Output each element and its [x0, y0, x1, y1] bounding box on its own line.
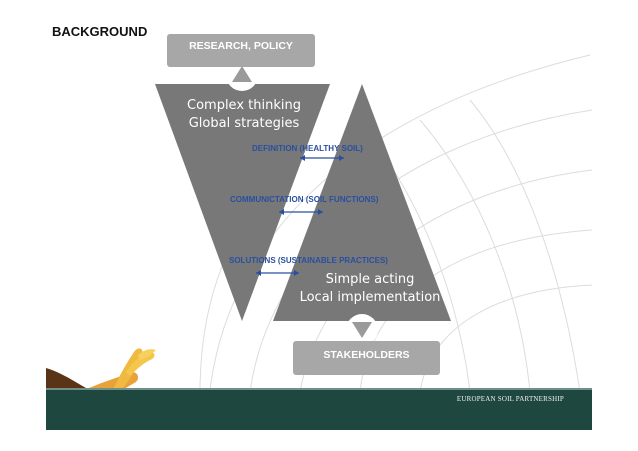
- research-policy-box: RESEARCH, POLICY: [167, 34, 315, 67]
- left-triangle: [155, 84, 330, 321]
- up-arrow-icon: [226, 59, 258, 91]
- connector-label-solutions: SOLUTIONS (SUSTAINABLE PRACTICES): [229, 256, 388, 265]
- connector-label-communication: COMMUNICTATION (SOIL FUNCTIONS): [230, 195, 379, 204]
- stakeholders-box: STAKEHOLDERS: [293, 341, 440, 375]
- right-triangle-line-2: Local implementation: [299, 290, 441, 305]
- down-arrow-icon: [346, 314, 378, 346]
- footer-label: EUROPEAN SOIL PARTNERSHIP: [456, 395, 564, 403]
- double-arrow-icon: [256, 270, 299, 276]
- double-arrow-icon: [300, 155, 344, 161]
- right-triangle-text: Simple acting Local implementation: [292, 271, 448, 307]
- footer-divider: [46, 388, 592, 390]
- left-triangle-text: Complex thinking Global strategies: [170, 97, 318, 133]
- slide-title: BACKGROUND: [52, 24, 148, 39]
- right-triangle-line-1: Simple acting: [325, 272, 415, 287]
- double-arrow-icon: [279, 209, 323, 215]
- left-triangle-line-2: Global strategies: [188, 116, 300, 131]
- footer-band: [46, 388, 592, 430]
- right-triangle: [273, 84, 451, 321]
- connector-label-definition: DEFINITION (HEALTHY SOIL): [252, 144, 363, 153]
- left-triangle-line-1: Complex thinking: [187, 98, 301, 113]
